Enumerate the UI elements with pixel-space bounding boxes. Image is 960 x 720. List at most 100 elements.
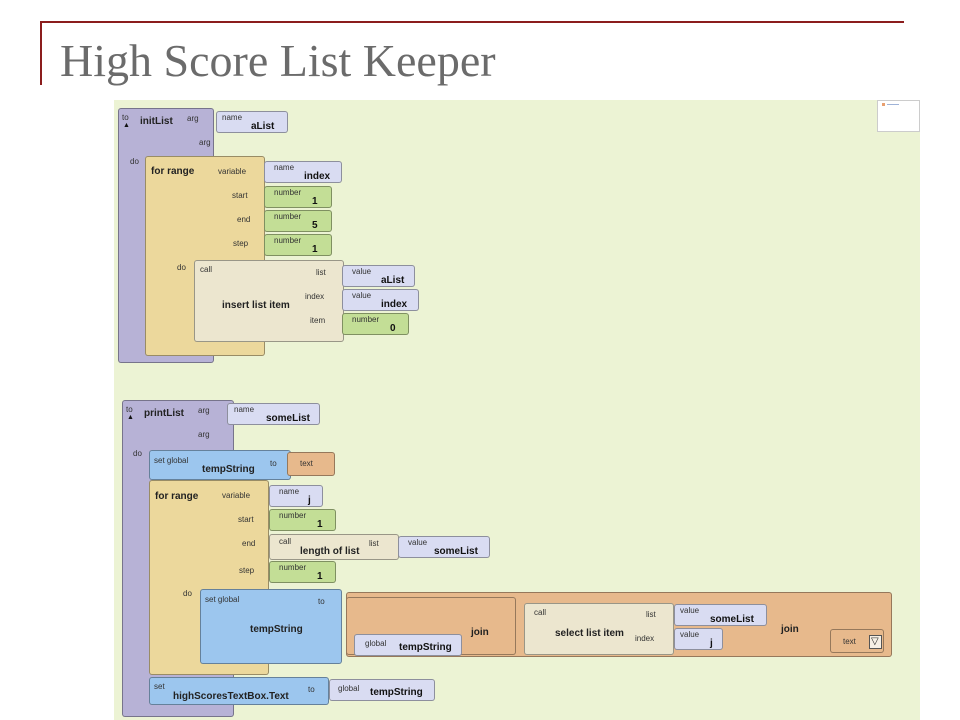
value-label: value — [680, 606, 700, 615]
procedure-name[interactable]: printList — [144, 408, 184, 419]
value-label: value — [352, 267, 372, 276]
variable-label: variable — [222, 491, 251, 500]
step-label: step — [233, 239, 249, 248]
start-label: start — [232, 191, 248, 200]
loop-variable-value[interactable]: index — [304, 171, 331, 182]
loop-variable-block[interactable]: name j — [269, 485, 323, 507]
select-list-item-block[interactable]: call select list item list index — [524, 603, 674, 655]
set-label: set — [154, 682, 165, 691]
collapse-icon[interactable]: ▲ — [127, 414, 134, 421]
number-label: number — [274, 212, 302, 221]
text-block[interactable]: text — [287, 452, 335, 476]
arg-name-block[interactable]: name aList — [216, 111, 288, 133]
start-label: start — [238, 515, 254, 524]
index-label: index — [305, 292, 325, 301]
text-label: text — [300, 459, 313, 468]
value-label: value — [408, 538, 428, 547]
text-label: text — [843, 637, 856, 646]
call-label: call — [534, 608, 547, 617]
slide-frame-top — [40, 21, 904, 23]
start-number-block[interactable]: number 1 — [264, 186, 332, 208]
end-value[interactable]: 5 — [312, 220, 318, 231]
call-name: select list item — [555, 628, 624, 639]
arg-name-value[interactable]: someList — [266, 413, 310, 424]
global-get-block[interactable]: global tempString — [354, 634, 462, 656]
name-label: name — [274, 163, 295, 172]
minimap-mark — [882, 103, 885, 106]
list-label: list — [646, 610, 656, 619]
to-label: to — [318, 597, 325, 606]
select-index-value-block[interactable]: value j — [674, 628, 723, 650]
global-value[interactable]: tempString — [399, 642, 452, 653]
global-value[interactable]: tempString — [370, 687, 423, 698]
end-number-block[interactable]: number 5 — [264, 210, 332, 232]
arg-name-block[interactable]: name someList — [227, 403, 320, 425]
step-label: step — [239, 566, 255, 575]
list-value-block[interactable]: value someList — [398, 536, 490, 558]
number-label: number — [274, 236, 302, 245]
do-label: do — [177, 263, 186, 272]
select-list-value-block[interactable]: value someList — [674, 604, 767, 626]
text-dropdown-block[interactable]: text ▽ — [830, 629, 884, 653]
start-number-block[interactable]: number 1 — [269, 509, 336, 531]
start-value[interactable]: 1 — [312, 196, 318, 207]
number-label: number — [279, 511, 307, 520]
loop-variable-block[interactable]: name index — [264, 161, 342, 183]
dropdown-icon[interactable]: ▽ — [869, 635, 882, 649]
step-number-block[interactable]: number 1 — [264, 234, 332, 256]
start-value[interactable]: 1 — [317, 519, 323, 530]
procedure-name[interactable]: initList — [140, 116, 173, 127]
global-label: global — [365, 639, 387, 648]
collapse-icon[interactable]: ▲ — [123, 122, 130, 129]
join-label: join — [471, 627, 489, 638]
minimap-mark — [887, 104, 899, 105]
number-label: number — [274, 188, 302, 197]
final-global-block[interactable]: global tempString — [329, 679, 435, 701]
number-label: number — [279, 563, 307, 572]
set-variable-name[interactable]: tempString — [202, 464, 255, 475]
workspace-minimap[interactable] — [877, 100, 920, 132]
end-label: end — [242, 539, 256, 548]
select-list-value[interactable]: someList — [710, 614, 754, 625]
list-label: list — [369, 539, 379, 548]
set-textbox-block[interactable]: set highScoresTextBox.Text to — [149, 677, 329, 705]
index-value[interactable]: index — [381, 299, 408, 310]
set-global-inner-block[interactable]: set global tempString to — [200, 589, 342, 664]
insert-list-item-block[interactable]: call insert list item list index item — [194, 260, 344, 342]
slide-title: High Score List Keeper — [60, 35, 496, 86]
arg-label: arg — [198, 430, 210, 439]
to-label: to — [270, 459, 277, 468]
loop-variable-value[interactable]: j — [308, 495, 311, 506]
list-value[interactable]: someList — [434, 546, 478, 557]
index-value-block[interactable]: value index — [342, 289, 419, 311]
name-label: name — [279, 487, 300, 496]
do-label: do — [183, 589, 192, 598]
call-name: length of list — [300, 546, 360, 557]
arg-name-value[interactable]: aList — [251, 121, 275, 132]
list-value[interactable]: aList — [381, 275, 405, 286]
length-of-list-block[interactable]: call length of list list — [269, 534, 399, 560]
join-label: join — [781, 624, 799, 635]
step-value[interactable]: 1 — [317, 571, 323, 582]
step-number-block[interactable]: number 1 — [269, 561, 336, 583]
variable-label: variable — [218, 167, 247, 176]
arg-label: arg — [199, 138, 211, 147]
item-value[interactable]: 0 — [390, 323, 396, 334]
list-value-block[interactable]: value aList — [342, 265, 415, 287]
step-value[interactable]: 1 — [312, 244, 318, 255]
arg-label: arg — [187, 114, 199, 123]
set-target-name[interactable]: highScoresTextBox.Text — [173, 691, 289, 702]
list-label: list — [316, 268, 326, 277]
for-range-label: for range — [155, 491, 199, 502]
set-variable-name[interactable]: tempString — [250, 624, 303, 635]
to-label: to — [122, 113, 129, 122]
value-label: value — [680, 630, 700, 639]
set-global-block[interactable]: set global tempString to — [149, 450, 291, 480]
blocks-workspace[interactable]: to ▲ initList arg arg do name aList for … — [114, 100, 920, 720]
select-index-value[interactable]: j — [710, 638, 713, 649]
chevron-down-icon: ▽ — [871, 636, 879, 647]
slide-frame-left — [40, 21, 42, 85]
end-label: end — [237, 215, 251, 224]
number-label: number — [352, 315, 380, 324]
item-number-block[interactable]: number 0 — [342, 313, 409, 335]
